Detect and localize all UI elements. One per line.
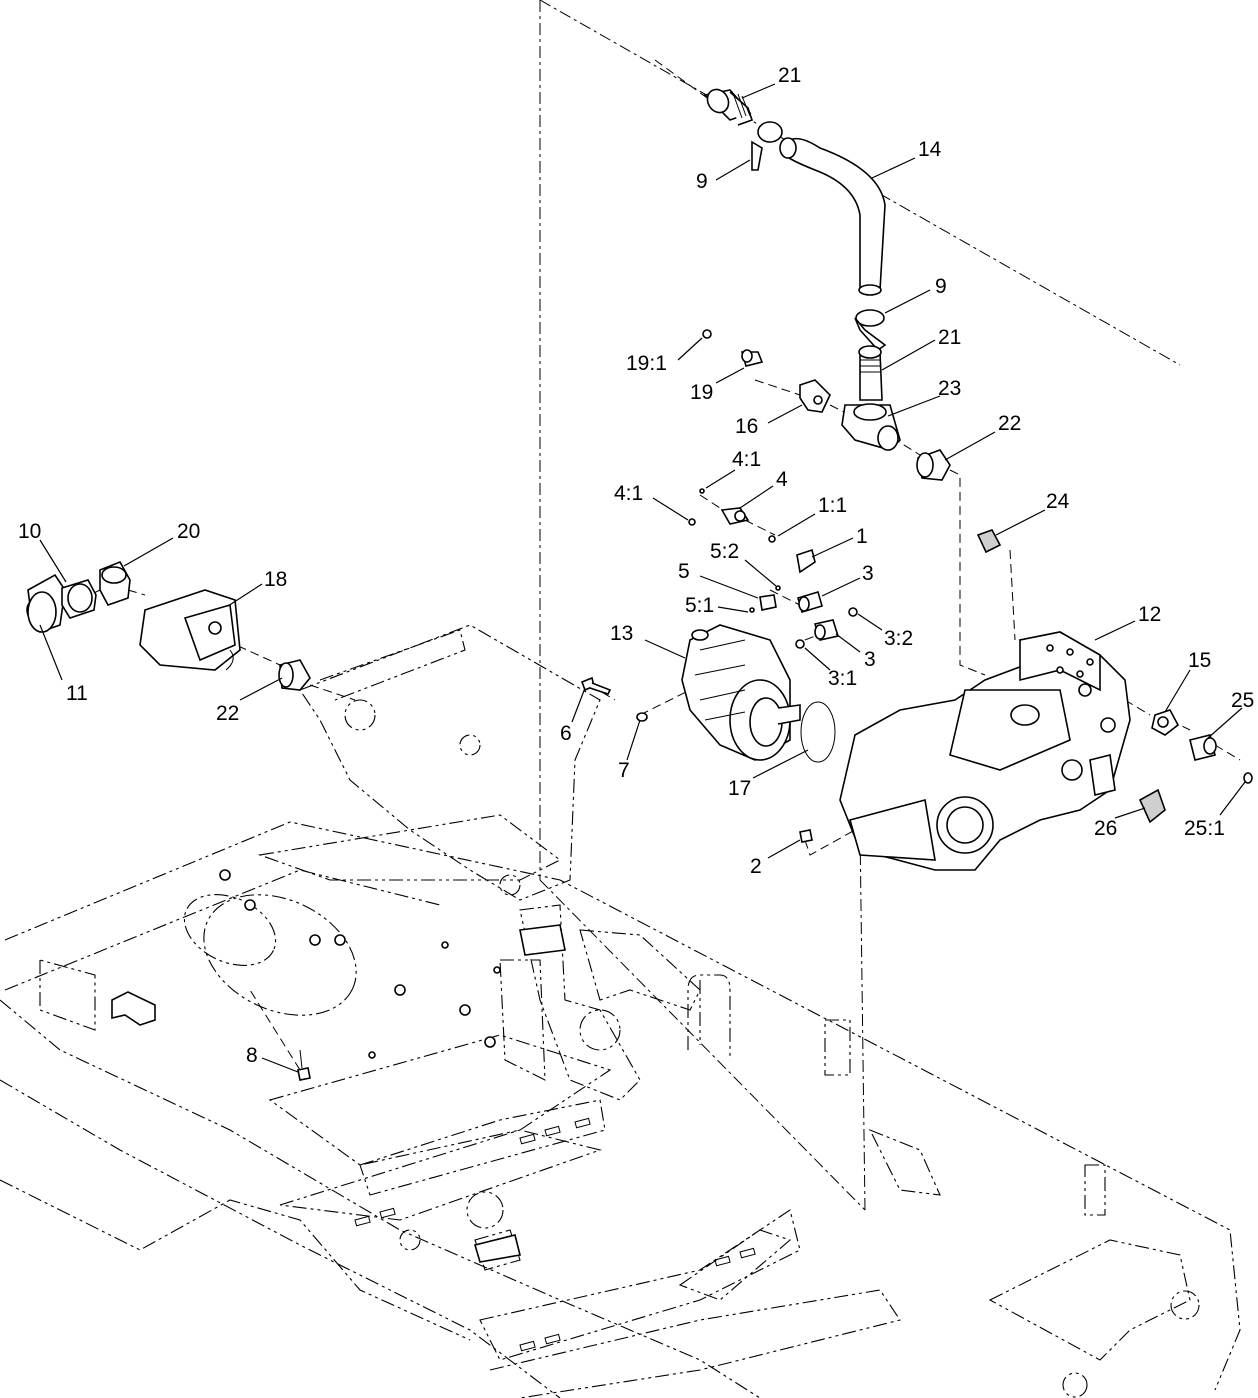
callout-15: 15: [1188, 649, 1211, 672]
callout-20: 20: [177, 520, 200, 543]
part-18-pump-valve: [139, 589, 241, 671]
callout-9-top: 9: [696, 170, 708, 193]
part-7-washer: [636, 712, 648, 722]
callout-6: 6: [560, 722, 572, 745]
callout-4: 4: [776, 468, 788, 491]
part-23-tee: [841, 403, 901, 451]
part-3-1-oring: [795, 639, 805, 649]
callout-22-lower: 22: [216, 702, 239, 725]
callout-labels: 21 14 9 9 21 19:1 19 23 16 22 4:1 4 4:1 …: [18, 64, 1254, 1067]
part-25-1-oring: [1243, 772, 1253, 784]
part-3-upper-fitting: [797, 591, 823, 613]
part-26-cap: [1138, 788, 1166, 824]
callout-14: 14: [918, 138, 942, 161]
callout-25-1: 25:1: [1184, 817, 1225, 840]
callout-19: 19: [690, 381, 713, 404]
callout-11: 11: [66, 682, 88, 705]
part-19-1-oring: [702, 329, 712, 339]
callout-3-2: 3:2: [884, 627, 913, 650]
part-13-hydraulic-motor: [681, 624, 801, 761]
callout-16: 16: [735, 415, 758, 438]
callout-13: 13: [610, 622, 633, 645]
part-22-upper-bushing: [916, 449, 951, 481]
callout-19-1: 19:1: [626, 352, 667, 375]
callout-17: 17: [728, 777, 751, 800]
callout-22-upper: 22: [998, 412, 1021, 435]
callout-21-top: 21: [778, 64, 801, 87]
callout-5: 5: [678, 560, 690, 583]
part-22-lower-bushing: [278, 659, 311, 691]
part-5-fitting: [749, 585, 781, 613]
part-1-elbow: [768, 535, 816, 574]
part-17-oring: [800, 701, 836, 763]
callout-5-1: 5:1: [685, 594, 714, 617]
part-15-fitting: [1151, 709, 1180, 736]
callout-3-upper: 3: [862, 562, 874, 585]
callout-4-1-upper: 4:1: [732, 448, 761, 471]
callout-25: 25: [1231, 689, 1254, 712]
part-24-cap: [976, 529, 1002, 554]
part-19-fitting: [740, 349, 764, 367]
part-12-pump: [839, 631, 1131, 871]
callout-3-1: 3:1: [828, 667, 857, 690]
callout-9-lower: 9: [935, 275, 947, 298]
leader-lines: [39, 83, 1246, 1073]
callout-4-1-left: 4:1: [614, 482, 643, 505]
callout-23: 23: [938, 377, 961, 400]
part-9-clamp-bottom: [854, 309, 887, 352]
part-6-bolt: [580, 676, 612, 695]
callout-18: 18: [264, 568, 287, 591]
part-3-2-oring: [848, 607, 858, 617]
part-21-top-fitting: [703, 88, 754, 126]
part-11-strainer: [26, 573, 66, 633]
part-25-fitting: [1189, 734, 1217, 761]
callout-1: 1: [856, 525, 868, 548]
assembly-plane-lines: [79, 0, 1241, 1211]
callout-8: 8: [246, 1044, 258, 1067]
callout-7: 7: [618, 759, 630, 782]
callout-10: 10: [18, 520, 41, 543]
part-8-bolt: [297, 1049, 311, 1081]
part-14-hose: [779, 137, 886, 296]
callout-2: 2: [750, 855, 762, 878]
callout-26: 26: [1094, 817, 1117, 840]
part-4-valve: [688, 488, 750, 526]
part-20-elbow: [99, 560, 131, 606]
chassis-frame: [0, 624, 1241, 1398]
callout-1-1: 1:1: [818, 494, 847, 517]
callout-12: 12: [1138, 603, 1161, 626]
part-10-fitting: [61, 579, 97, 619]
part-2-nut: [799, 829, 813, 843]
part-9-clamp-top: [751, 121, 783, 171]
part-3-lower-fitting: [813, 619, 840, 641]
part-21-lower-fitting: [858, 345, 883, 401]
callout-3-lower: 3: [864, 648, 876, 671]
part-16-elbow: [799, 379, 831, 413]
callout-21-lower: 21: [938, 326, 961, 349]
callout-24: 24: [1046, 490, 1070, 513]
callout-5-2: 5:2: [710, 540, 739, 563]
